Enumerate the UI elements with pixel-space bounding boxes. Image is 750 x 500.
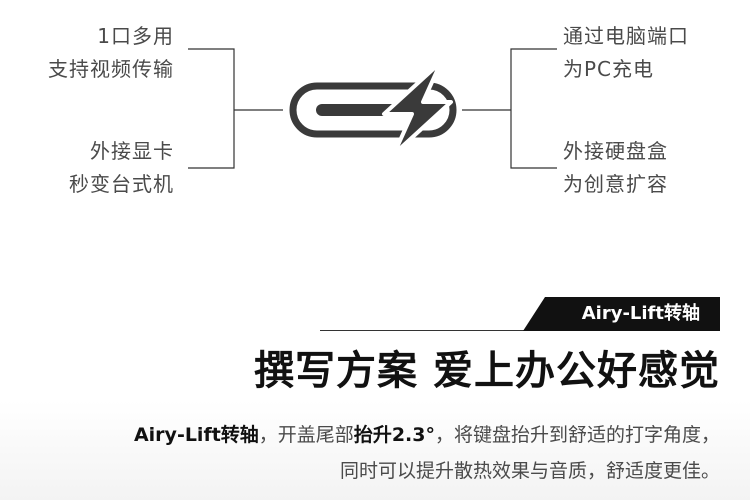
feature-line: 外接显卡: [90, 139, 174, 163]
background-fade: [0, 400, 750, 500]
description-line-2: 同时可以提升散热效果与音质，舒适度更佳。: [339, 460, 720, 482]
right-bracket: [510, 48, 557, 169]
feature-video-transfer: 1口多用 支持视频传输: [0, 20, 174, 86]
section-badge: Airy-Lift转轴: [523, 297, 720, 331]
usb-c-lightning-icon: [289, 60, 457, 156]
feature-line: 为PC充电: [563, 57, 655, 81]
description-bold-feature: Airy-Lift转轴: [133, 424, 259, 446]
feature-external-gpu: 外接显卡 秒变台式机: [0, 135, 174, 201]
description-line-1: Airy-Lift转轴，开盖尾部抬升2.3°，将键盘抬升到舒适的打字角度，: [134, 420, 720, 447]
badge-underline: [320, 330, 530, 331]
description-text: ，将键盘抬升到舒适的打字角度，: [434, 424, 720, 446]
feature-line: 支持视频传输: [48, 57, 174, 81]
feature-line: 为创意扩容: [563, 172, 668, 196]
feature-line: 1口多用: [97, 24, 174, 48]
feature-external-drive: 外接硬盘盒 为创意扩容: [563, 135, 668, 201]
left-bracket: [188, 48, 235, 169]
description-text: ，开盖尾部: [258, 424, 354, 446]
headline: 撰写方案 爱上办公好感觉: [254, 348, 720, 394]
connector-lines: [188, 48, 557, 169]
feature-line: 通过电脑端口: [563, 24, 689, 48]
description-bold-angle: 抬升2.3°: [353, 424, 435, 446]
feature-line: 外接硬盘盒: [563, 139, 668, 163]
feature-line: 秒变台式机: [69, 172, 174, 196]
feature-pc-charging: 通过电脑端口 为PC充电: [563, 20, 689, 86]
